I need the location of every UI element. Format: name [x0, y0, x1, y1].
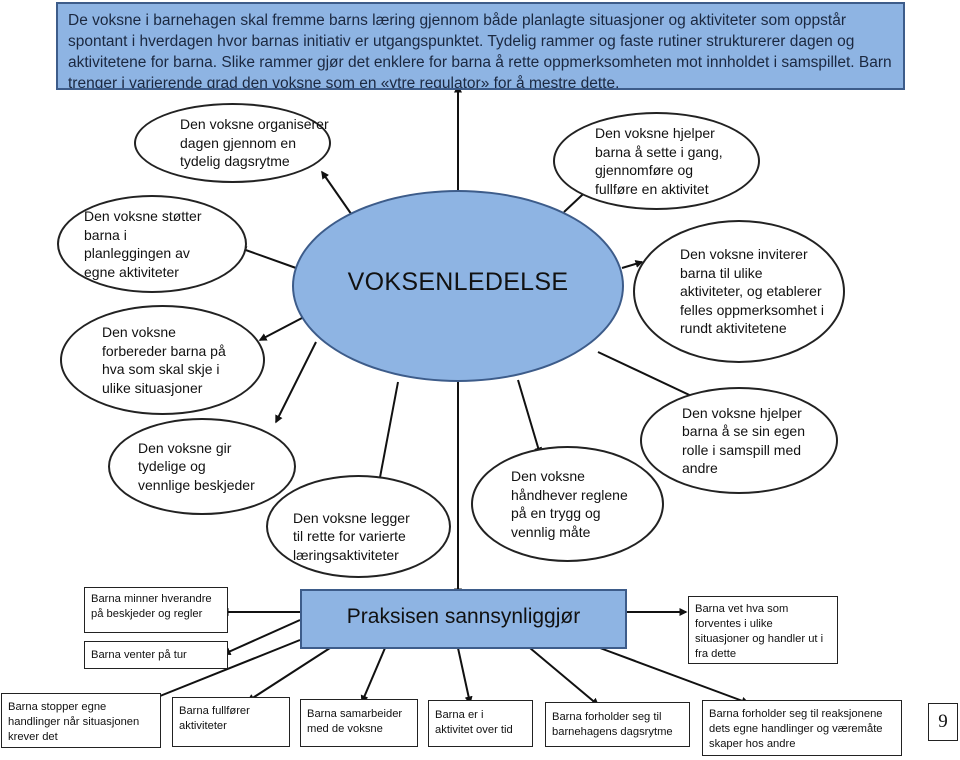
outcome-dagsrytme: Barna forholder seg til barnehagens dags…: [545, 702, 690, 747]
ellipse-line: ulike situasjoner: [102, 379, 203, 396]
outcome-line: på beskjeder og regler: [91, 608, 203, 620]
ellipse-line: håndhever reglene: [511, 486, 628, 503]
ellipse-line: dagen gjennom en: [180, 134, 296, 151]
outcome-stopper: Barna stopper egne handlinger når situas…: [1, 693, 161, 748]
outcome-line: Barna vet hva som: [695, 603, 789, 615]
ellipse-line: hva som skal skje i: [102, 361, 220, 377]
ellipse-line: barna å sette i gang,: [595, 143, 723, 160]
ellipse-line: aktiviteter, og etablerer: [680, 283, 822, 300]
ellipse-line: Den voksne: [102, 324, 176, 340]
outcome-venter: Barna venter på tur: [84, 641, 228, 669]
outcome-reaksjonene: Barna forholder seg til reaksjonene dets…: [702, 700, 902, 756]
ellipse-line: fullføre en aktivitet: [595, 180, 709, 197]
ellipse-line: Den voksne hjelper: [682, 404, 802, 421]
ellipse-line: på en trygg og: [511, 505, 601, 521]
ellipse-line: Den voksne: [511, 468, 585, 484]
outcome-line: Barna stopper egne: [8, 701, 107, 713]
arrow-to-fullforer: [246, 647, 331, 702]
ellipse-handhever: Den voksne håndhever reglene på en trygg…: [471, 446, 664, 562]
practice-box: Praksisen sannsynliggjør: [300, 589, 627, 649]
arrow-to-legger: [375, 381, 399, 490]
outcome-line: krever det: [8, 731, 58, 743]
ellipse-line: vennlig måte: [511, 523, 591, 540]
ellipse-line: Den voksne organiserer: [180, 116, 329, 133]
outcome-samarbeider: Barna samarbeider med de voksne: [300, 699, 418, 747]
ellipse-forbereder: Den voksne forbereder barna på hva som s…: [60, 305, 265, 415]
outcome-line: Barna samarbeider: [307, 708, 403, 720]
outcome-line: skaper hos andre: [709, 738, 796, 750]
ellipse-hjelper-gang: Den voksne hjelper barna å sette i gang,…: [553, 112, 760, 210]
outcome-line: forventes i ulike: [695, 618, 773, 630]
ellipse-line: Den voksne støtter: [84, 208, 202, 224]
outcome-line: handlinger når situasjonen: [8, 716, 140, 728]
outcome-line: situasjoner og handler ut i: [695, 633, 824, 645]
intro-text: De voksne i barnehagen skal fremme barns…: [68, 12, 892, 90]
center-ellipse-voksenledelse: VOKSENLEDELSE: [292, 190, 624, 382]
ellipse-line: Den voksne legger: [293, 509, 410, 526]
arrow-to-forbereder: [258, 317, 303, 341]
arrow-to-dagsrytme: [529, 647, 600, 706]
outcome-minner: Barna minner hverandre på beskjeder og r…: [84, 587, 228, 633]
outcome-line: barnehagens dagsrytme: [552, 726, 673, 738]
outcome-line: fra dette: [695, 648, 737, 660]
ellipse-line: rolle i samspill med: [682, 441, 802, 458]
ellipse-line: barna til ulike: [680, 264, 763, 281]
outcome-line: Barna forholder seg til reaksjonene: [709, 708, 883, 720]
ellipse-line: forbereder barna på: [102, 342, 226, 359]
ellipse-organiserer: Den voksne organiserer dagen gjennom en …: [134, 103, 331, 183]
ellipse-line: felles oppmerksomhet i: [680, 301, 824, 318]
arrow-to-hjelper-rolle: [597, 351, 702, 401]
arrow-to-aktivitet: [457, 647, 473, 705]
ellipse-line: barna å se sin egen: [682, 423, 805, 439]
outcome-line: Barna minner hverandre: [91, 593, 212, 605]
arrow-to-venter: [222, 619, 301, 655]
intro-text-box: De voksne i barnehagen skal fremme barns…: [56, 2, 905, 90]
ellipse-hjelper-rolle: Den voksne hjelper barna å se sin egen r…: [640, 387, 838, 494]
outcome-line: med de voksne: [307, 723, 383, 735]
arrow-to-reaksjonene: [599, 647, 750, 705]
outcome-line: Barna er i: [435, 709, 484, 721]
ellipse-line: planleggingen av: [84, 245, 190, 261]
arrow-to-inviterer: [621, 260, 644, 269]
outcome-vet: Barna vet hva som forventes i ulike situ…: [688, 596, 838, 664]
outcome-line: aktivitet over tid: [435, 724, 513, 736]
ellipse-line: rundt aktivitetene: [680, 320, 787, 337]
ellipse-line: Den voksne hjelper: [595, 125, 715, 141]
arrow-to-organiserer: [321, 170, 355, 219]
outcome-line: Barna fullfører: [179, 705, 250, 717]
arrow-to-stopper: [148, 639, 301, 702]
ellipse-line: tydelige og: [138, 458, 206, 475]
ellipse-line: vennlige beskjeder: [138, 476, 255, 493]
ellipse-line: tydelig dagsrytme: [180, 153, 290, 170]
ellipse-line: gjennomføre og: [595, 162, 694, 178]
arrow-to-samarbeider: [360, 647, 386, 704]
arrow-to-stotter: [238, 246, 297, 269]
center-label: VOKSENLEDELSE: [347, 267, 569, 296]
ellipse-gir: Den voksne gir tydelige og vennlige besk…: [108, 418, 296, 515]
outcome-line: dets egne handlinger og væremåte: [709, 723, 883, 735]
ellipse-line: egne aktiviteter: [84, 263, 179, 280]
outcome-fullforer: Barna fullfører aktiviteter: [172, 697, 290, 747]
practice-label: Praksisen sannsynliggjør: [346, 605, 581, 628]
ellipse-line: Den voksne gir: [138, 439, 232, 456]
page-number: 9: [928, 703, 958, 741]
ellipse-line: til rette for varierte: [293, 528, 406, 545]
arrow-to-gir: [275, 341, 317, 424]
ellipse-line: andre: [682, 460, 718, 476]
ellipse-line: Den voksne inviterer: [680, 246, 808, 263]
ellipse-legger: Den voksne legger til rette for varierte…: [266, 475, 451, 578]
arrow-to-handhever: [517, 379, 542, 456]
ellipse-line: læringsaktiviteter: [293, 546, 399, 563]
page-number-text: 9: [938, 711, 948, 732]
outcome-line: Barna venter på tur: [91, 649, 187, 661]
ellipse-line: barna i: [84, 226, 127, 243]
outcome-aktivitet: Barna er i aktivitet over tid: [428, 700, 533, 747]
outcome-line: Barna forholder seg til: [552, 711, 662, 723]
outcome-line: aktiviteter: [179, 720, 227, 732]
ellipse-stotter: Den voksne støtter barna i planleggingen…: [57, 195, 247, 293]
ellipse-inviterer: Den voksne inviterer barna til ulike akt…: [633, 220, 845, 363]
